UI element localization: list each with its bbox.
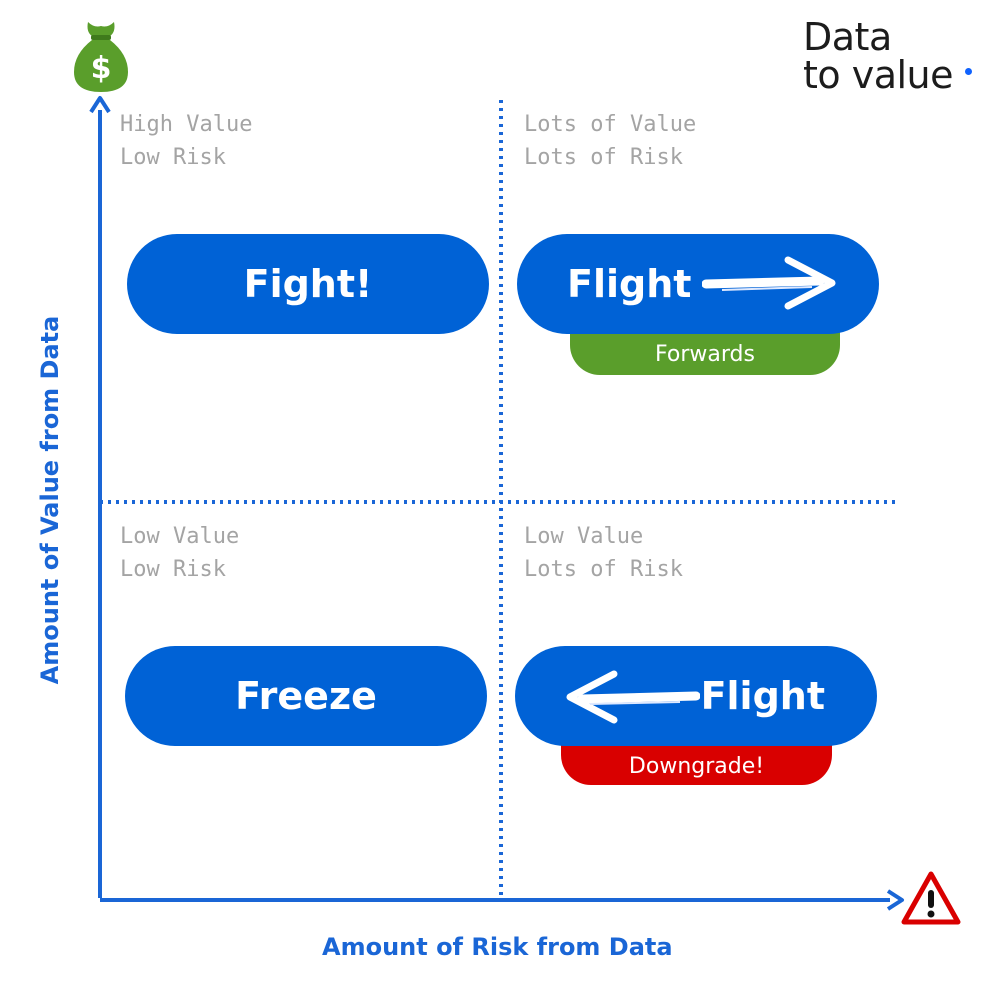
fight-label: Fight! <box>243 262 373 306</box>
quadrant-label-bottom-right: Low Value Lots of Risk <box>524 520 683 586</box>
fight-pill: Fight! <box>127 234 489 334</box>
y-axis-arrowhead <box>89 96 111 114</box>
warning-triangle-icon <box>901 871 961 925</box>
quadrant-label-top-left: High Value Low Risk <box>120 108 252 174</box>
freeze-pill: Freeze <box>125 646 487 746</box>
freeze-label: Freeze <box>235 674 377 718</box>
quadrant-label-line: Lots of Risk <box>524 557 683 582</box>
y-axis-title: Amount of Value from Data <box>36 315 64 685</box>
x-axis-arrowhead <box>886 889 904 911</box>
flight-downgrade-label: Flight <box>700 674 825 718</box>
quadrant-label-line: Lots of Risk <box>524 145 683 170</box>
arrow-right-icon <box>702 256 836 310</box>
quadrant-label-bottom-left: Low Value Low Risk <box>120 520 239 586</box>
quadrant-label-line: Low Risk <box>120 145 226 170</box>
quadrant-label-line: Low Risk <box>120 557 226 582</box>
flight-downgrade-pill: Flight <box>515 646 877 746</box>
money-bag-icon: $ <box>74 22 128 92</box>
flight-forward-label: Flight <box>567 262 692 306</box>
brand-dot <box>965 68 972 75</box>
brand-logo: Data to value <box>803 15 954 97</box>
quadrant-label-line: Low Value <box>524 524 644 549</box>
svg-text:$: $ <box>91 51 112 86</box>
downgrade-tag-label: Downgrade! <box>628 754 765 779</box>
quadrant-label-line: High Value <box>120 112 253 137</box>
x-axis-title: Amount of Risk from Data <box>322 933 673 961</box>
brand-line-1: Data <box>803 15 892 59</box>
quadrant-label-line: Lots of Value <box>524 112 697 137</box>
quadrant-label-line: Low Value <box>120 524 240 549</box>
brand-line-2: to value <box>803 53 954 97</box>
forwards-tag-label: Forwards <box>655 342 755 367</box>
arrow-left-icon <box>566 670 700 724</box>
flight-forward-pill: Flight <box>517 234 879 334</box>
quadrant-label-top-right: Lots of Value Lots of Risk <box>524 108 696 174</box>
